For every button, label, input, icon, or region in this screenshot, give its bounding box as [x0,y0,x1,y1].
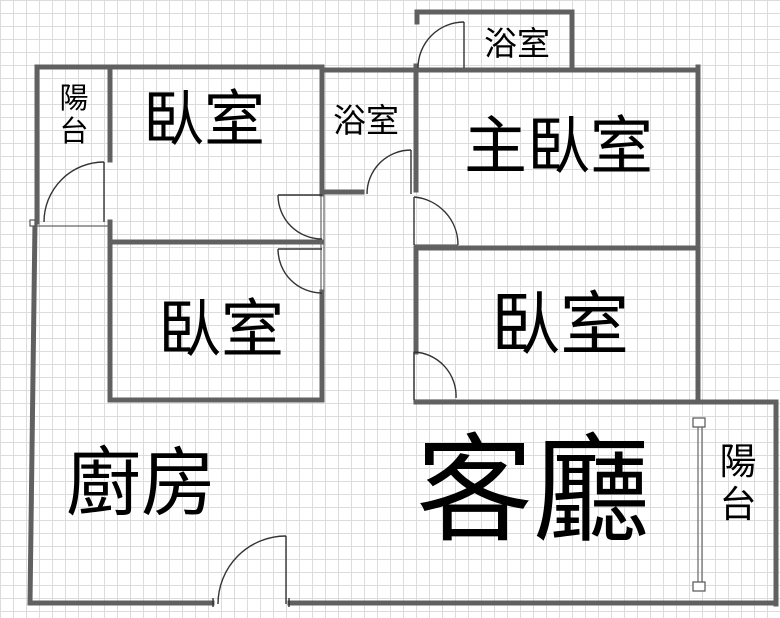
room-label-living-room: 客廳 [416,422,651,559]
room-label-bathroom-top: 浴室 [484,24,550,63]
door-bedroom-top-left [277,194,323,240]
room-label-master-bedroom: 主臥室 [464,110,653,183]
slider-marker [692,581,706,592]
room-label-balcony-right: 陽台 [719,440,757,526]
slider-marker [692,417,706,428]
door-bedroom-right [413,351,457,400]
room-label-bedroom-bottom-left: 臥室 [158,293,284,366]
door-bedroom-bottom-left [277,248,323,294]
room-label-bedroom-top-left: 臥室 [143,84,266,155]
wall-marker [29,219,36,227]
door-bathroom-top [417,21,465,69]
door-master-bedroom [413,196,459,246]
room-label-kitchen: 廚房 [66,439,217,527]
room-label-bedroom-right: 臥室 [491,285,629,365]
door-entrance [212,535,290,607]
door-bathroom-small [366,149,412,195]
door-balcony-left [43,161,105,223]
room-label-balcony-left: 陽台 [59,81,89,149]
wall [27,219,38,606]
room-label-bathroom-small: 浴室 [333,101,399,140]
